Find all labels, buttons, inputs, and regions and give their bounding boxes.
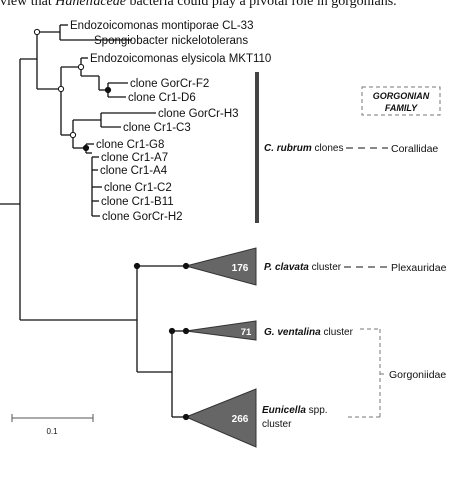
leaf-label: clone Cr1-C3 [123, 122, 191, 134]
leaf-label: clone Cr1-D6 [128, 92, 196, 104]
cluster-label-eunicella: Eunicella spp. [262, 405, 328, 416]
rubrum-clones-label: C. rubrum clones [264, 143, 343, 154]
cluster-suffix-g-ventalina: cluster [321, 327, 354, 338]
leaf-label: Endozoicomonas montiporae CL-33 [70, 20, 253, 32]
family-plexauridae: Plexauridae [391, 262, 447, 274]
cluster-label-eunicella-line2: cluster [262, 419, 292, 430]
support-nodes [33, 28, 190, 421]
leaf-label: clone GorCr-H2 [102, 211, 183, 223]
family-gorgoniidae: Gorgoniidae [389, 369, 446, 381]
cluster-triangle-eunicella [184, 388, 257, 448]
legend-line2: FAMILY [385, 103, 418, 113]
leaf-label: clone Cr1-A7 [101, 152, 168, 164]
cluster-suffix-eunicella: spp. [306, 405, 328, 416]
leaf-label: Endozoicomonas elysicola MKT110 [90, 53, 271, 65]
cluster-name-p-clavata: P. clavata [264, 262, 309, 273]
leaf-label: Spongiobacter nickelotolerans [94, 35, 248, 47]
leaf-label: clone Cr1-G8 [96, 139, 164, 151]
scale-bar [11, 414, 94, 422]
rubrum-name: C. rubrum [264, 143, 312, 154]
cluster-suffix-p-clavata: cluster [309, 262, 342, 273]
caption-text-before: view that [0, 0, 56, 9]
caption-text-after: bacteria could play a pivotal role in go… [125, 0, 397, 9]
leaf-label: clone Cr1-A4 [100, 165, 168, 177]
leaf-label: clone GorCr-F2 [130, 78, 209, 90]
legend-box [361, 86, 441, 116]
cluster-count-p-clavata: 176 [232, 263, 249, 274]
family-corallidae: Corallidae [391, 143, 438, 155]
leaf-labels: Endozoicomonas montiporae CL-33 Spongiob… [70, 20, 271, 223]
cluster-count-eunicella: 266 [232, 414, 249, 425]
leaf-label: clone Cr1-B11 [101, 196, 174, 208]
figure-caption-fragment: view that Hahellaceae bacteria could pla… [0, 0, 474, 12]
cluster-count-g-ventalina: 71 [241, 327, 252, 338]
cluster-label-p-clavata: P. clavata cluster [264, 262, 342, 273]
rubrum-suffix: clones [312, 143, 344, 154]
cluster-name-eunicella: Eunicella [262, 405, 306, 416]
cluster-triangle-g-ventalina [185, 320, 257, 341]
scale-label: 0.1 [46, 427, 58, 436]
leaf-label: clone GorCr-H3 [158, 108, 239, 120]
cluster-triangle-p-clavata [184, 247, 257, 286]
cluster-label-g-ventalina: G. ventalina cluster [264, 327, 354, 338]
cluster-name-g-ventalina: G. ventalina [264, 327, 321, 338]
leaf-label: clone Cr1-C2 [104, 182, 172, 194]
legend-line1: GORGONIAN [373, 91, 430, 101]
gorgoniidae-bracket [348, 328, 386, 418]
caption-italic-term: Hahellaceae [55, 0, 126, 9]
